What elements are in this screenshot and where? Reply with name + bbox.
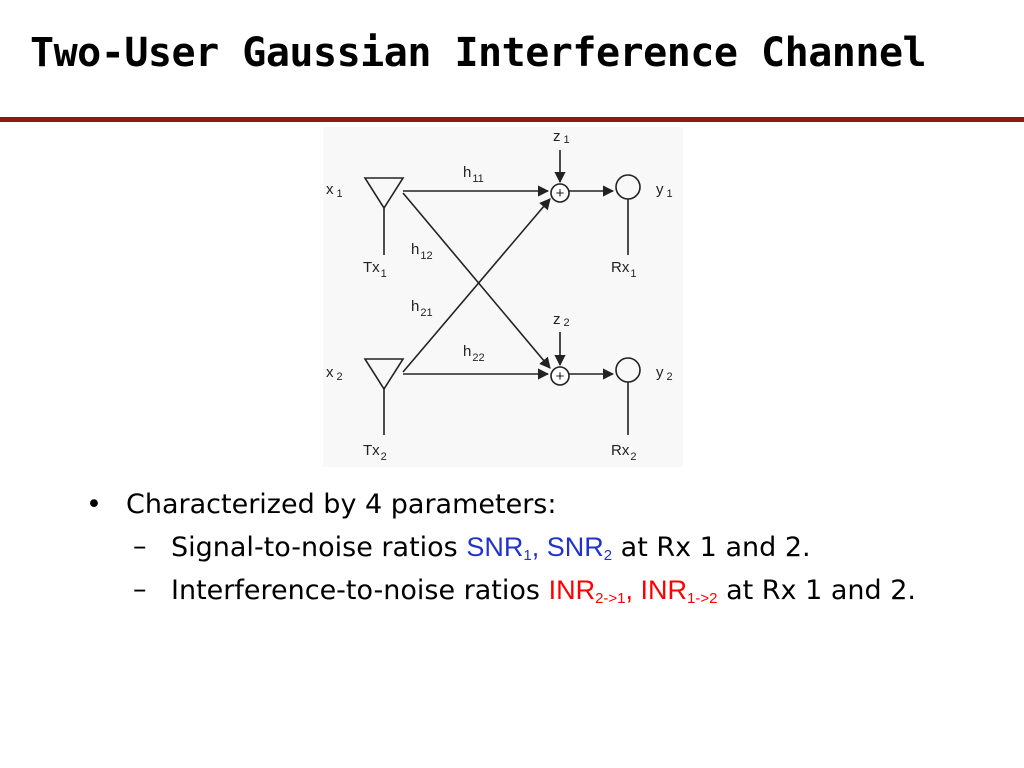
label-tx1: Tx1 xyxy=(363,259,387,280)
label-h11: h11 xyxy=(463,164,484,185)
adder-1: + xyxy=(550,183,570,203)
label-h21: h21 xyxy=(411,298,433,319)
slide-title: Two-User Gaussian Interference Channel xyxy=(30,30,927,76)
label-rx1: Rx1 xyxy=(611,259,636,280)
bullet-parameters: • Characterized by 4 parameters: xyxy=(86,487,946,523)
adder-2-symbol: + xyxy=(556,368,565,385)
label-h22: h22 xyxy=(463,343,485,364)
rx2-receiver xyxy=(615,357,641,435)
link-h21 xyxy=(402,198,551,373)
snr-prefix: Signal-to-noise ratios xyxy=(171,532,467,563)
title-divider xyxy=(0,117,1024,122)
inr-symbols: INR2->1, INR1->2 xyxy=(548,575,718,607)
bullet-snr: – Signal-to-noise ratios SNR1, SNR2 at R… xyxy=(86,529,921,566)
label-tx2: Tx2 xyxy=(363,442,387,463)
adder-2: + xyxy=(550,366,570,386)
label-rx2: Rx2 xyxy=(611,442,636,463)
snr-suffix: at Rx 1 and 2. xyxy=(612,532,811,563)
bullet-marker: • xyxy=(86,489,102,520)
inr-suffix: at Rx 1 and 2. xyxy=(717,575,917,606)
tx1-antenna xyxy=(363,177,405,255)
link-h12 xyxy=(402,192,551,369)
adder-1-symbol: + xyxy=(556,185,565,202)
bullet-parameters-text: Characterized by 4 parameters: xyxy=(126,489,557,520)
rx1-receiver xyxy=(615,174,641,255)
tx2-antenna xyxy=(363,358,405,435)
inr-prefix: Interference-to-noise ratios xyxy=(171,575,549,606)
sub-bullet-marker: – xyxy=(133,531,147,562)
bullet-inr: – Interference-to-noise ratios INR2->1, … xyxy=(86,572,921,609)
sub-bullet-marker: – xyxy=(133,574,147,605)
label-h12: h12 xyxy=(411,241,433,262)
bullet-list: • Characterized by 4 parameters: – Signa… xyxy=(86,487,946,609)
snr1-symbol: SNR1, SNR2 xyxy=(466,532,613,564)
